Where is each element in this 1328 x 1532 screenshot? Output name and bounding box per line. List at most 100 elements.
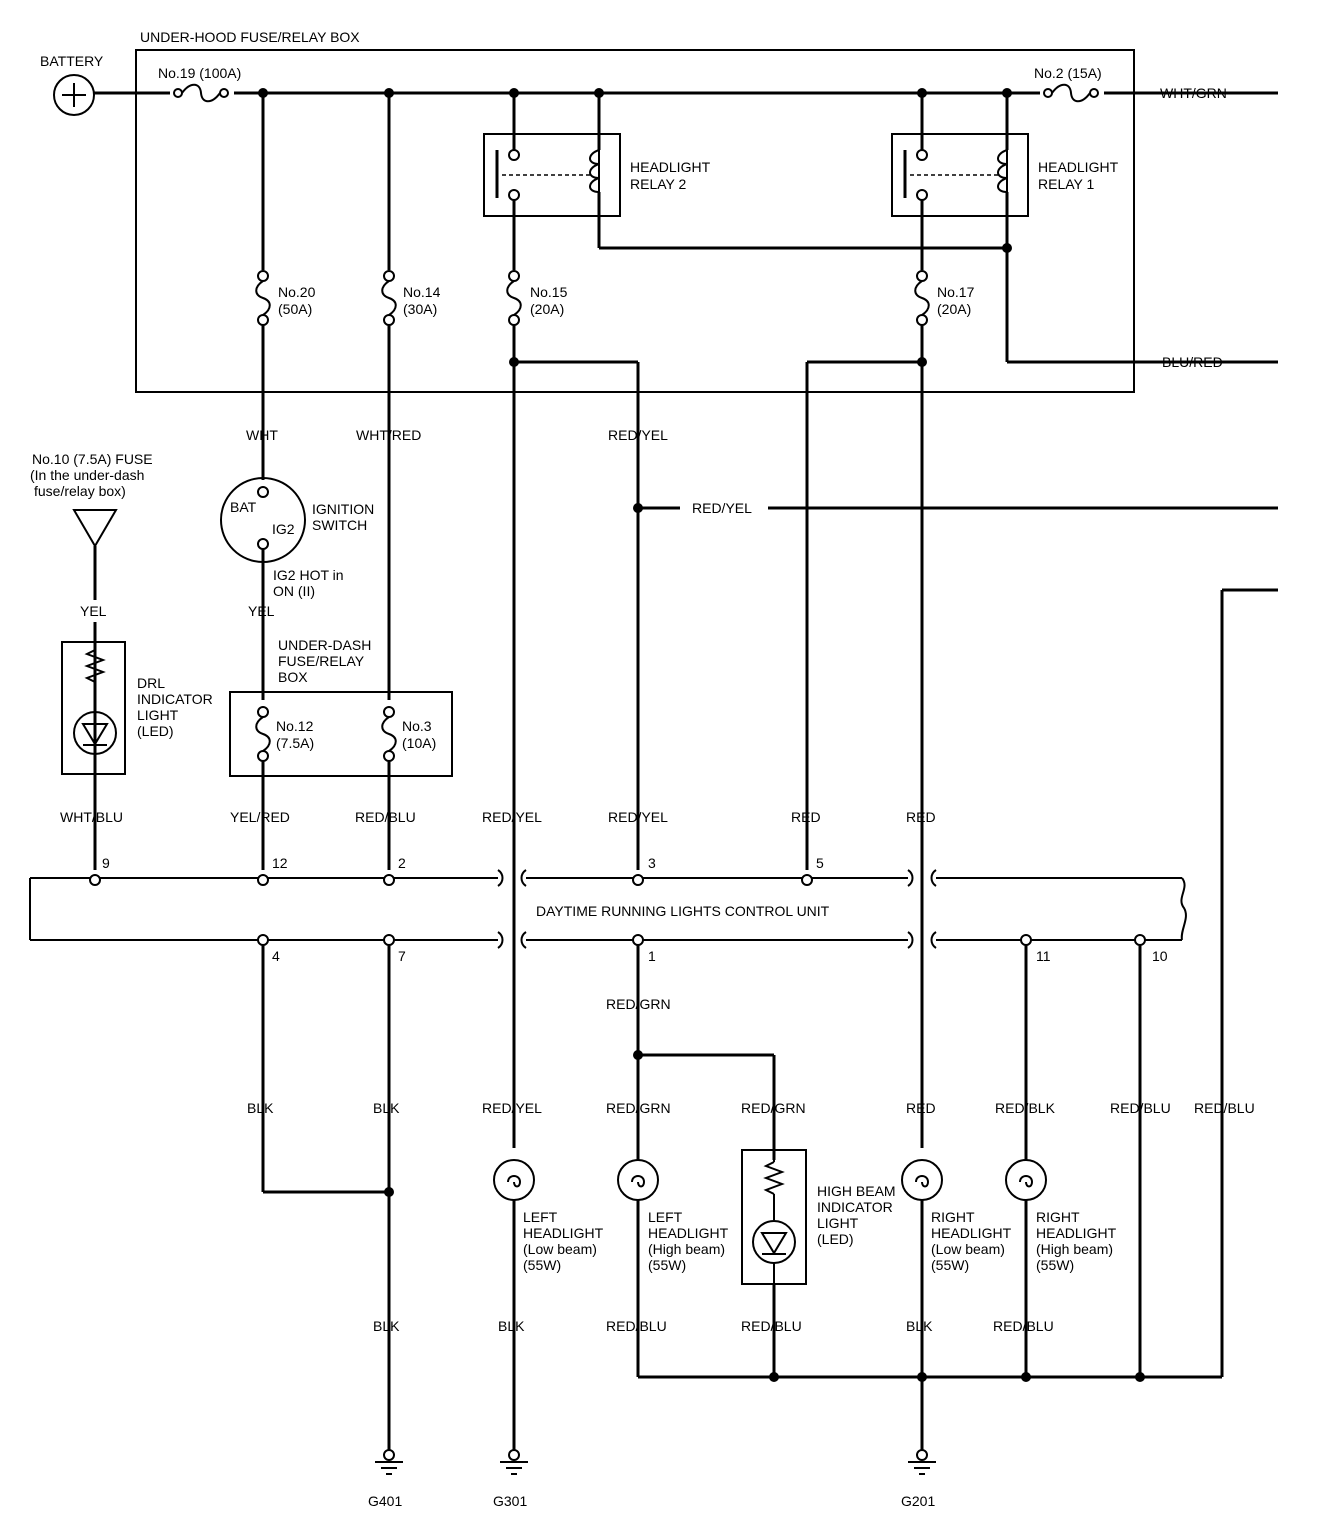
- underdash-box-label-3: BOX: [278, 669, 308, 685]
- pin-4: [257, 934, 269, 946]
- fuse-3-label-1: No.3: [402, 718, 432, 734]
- blured-label: BLU/RED: [1162, 354, 1223, 370]
- underhood-box-label: UNDER-HOOD FUSE/RELAY BOX: [140, 29, 360, 45]
- right-low-label-3: (Low beam): [931, 1241, 1005, 1257]
- left-low-label-3: (Low beam): [523, 1241, 597, 1257]
- right-low-label-4: (55W): [931, 1257, 969, 1273]
- wire-label-redblu-e: RED/BLU: [993, 1318, 1054, 1334]
- wire-label-blk-a: BLK: [247, 1100, 274, 1116]
- left-high-label-2: HEADLIGHT: [648, 1225, 729, 1241]
- high-beam-label-2: INDICATOR: [817, 1199, 893, 1215]
- headlight-relay-2: [483, 133, 621, 217]
- junction-dot: [384, 1187, 394, 1197]
- pin-2-label: 2: [398, 855, 406, 871]
- wire-label-yel-left: YEL: [80, 603, 107, 619]
- wire-label-whtred: WHT/RED: [356, 427, 421, 443]
- fuse-14-label-2: (30A): [403, 301, 437, 317]
- fuse-20-symbol: [255, 270, 271, 326]
- wire-label-wht: WHT: [246, 427, 278, 443]
- fuse-20-label-2: (50A): [278, 301, 312, 317]
- high-beam-label-4: (LED): [817, 1231, 854, 1247]
- fuse-19-label: No.19 (100A): [158, 65, 241, 81]
- ground-g301-symbol: [500, 1449, 528, 1475]
- ig2-hot-label-1: IG2 HOT in: [273, 567, 344, 583]
- pin-9: [89, 874, 101, 886]
- wire-label-redgrn-2: RED/GRN: [606, 1100, 671, 1116]
- relay-2-label-2: RELAY 2: [630, 176, 687, 192]
- pin-2: [383, 874, 395, 886]
- drl-indicator-light: [61, 641, 126, 775]
- fuse-14-label-1: No.14: [403, 284, 441, 300]
- fuse-17-label-2: (20A): [937, 301, 971, 317]
- left-low-label-4: (55W): [523, 1257, 561, 1273]
- wire-label-redyel-branch: RED/YEL: [692, 500, 752, 516]
- wire-label-redgrn-1: RED/GRN: [606, 996, 671, 1012]
- wire-label-redblk: RED/BLK: [995, 1100, 1056, 1116]
- right-high-beam-bulb: [1005, 1159, 1047, 1201]
- wire-label-redblu-c: RED/BLU: [606, 1318, 667, 1334]
- whtgrn-label: WHT/GRN: [1160, 85, 1227, 101]
- underdash-fuse-relay-box: [229, 691, 453, 777]
- right-low-label-2: HEADLIGHT: [931, 1225, 1012, 1241]
- pin-12: [257, 874, 269, 886]
- fuse-19-symbol: [170, 83, 234, 103]
- fuse-14-symbol: [381, 270, 397, 326]
- relay-2-label-1: HEADLIGHT: [630, 159, 711, 175]
- wire-label-redblu-a: RED/BLU: [1110, 1100, 1171, 1116]
- wire-label-redyel-c: RED/YEL: [482, 1100, 542, 1116]
- ground-g401-symbol: [375, 1449, 403, 1475]
- junction-dot: [1021, 1372, 1031, 1382]
- fuse-10-label-2: (In the under-dash: [30, 467, 144, 483]
- pin-9-label: 9: [102, 855, 110, 871]
- ignition-switch-label-1: IGNITION: [312, 501, 374, 517]
- wire-label-yelred: YEL/RED: [230, 809, 290, 825]
- wire-label-redblu-d: RED/BLU: [741, 1318, 802, 1334]
- wire-label-redyel-a: RED/YEL: [482, 809, 542, 825]
- wire-label-whtblu: WHT/BLU: [60, 809, 123, 825]
- fuse-12-label-1: No.12: [276, 718, 314, 734]
- pin-7-label: 7: [398, 948, 406, 964]
- fuse-17-symbol: [914, 270, 930, 326]
- ignition-switch-label-2: SWITCH: [312, 517, 367, 533]
- ground-g401-label: G401: [368, 1493, 402, 1509]
- headlight-relay-1: [891, 133, 1029, 217]
- pin-5-label: 5: [816, 855, 824, 871]
- bat-terminal-label: BAT: [230, 499, 257, 515]
- right-high-label-4: (55W): [1036, 1257, 1074, 1273]
- fuse-12-label-2: (7.5A): [276, 735, 314, 751]
- drl-label-3: LIGHT: [137, 707, 179, 723]
- fuse-15-label-2: (20A): [530, 301, 564, 317]
- pin-10: [1134, 934, 1146, 946]
- ground-g201-symbol: [908, 1449, 936, 1475]
- control-unit-label: DAYTIME RUNNING LIGHTS CONTROL UNIT: [536, 903, 830, 919]
- pin-4-label: 4: [272, 948, 280, 964]
- wire-label-redblu-top: RED/BLU: [355, 809, 416, 825]
- ig2-terminal-label: IG2: [272, 521, 295, 537]
- fuse-20-label-1: No.20: [278, 284, 316, 300]
- right-high-label-2: HEADLIGHT: [1036, 1225, 1117, 1241]
- junction-dot: [1002, 243, 1012, 253]
- pin-1: [632, 934, 644, 946]
- fuse-10-label-1: No.10 (7.5A) FUSE: [32, 451, 153, 467]
- pin-12-label: 12: [272, 855, 288, 871]
- wire-label-blk-d: BLK: [498, 1318, 525, 1334]
- fuse-17-label-1: No.17: [937, 284, 975, 300]
- pin-3-label: 3: [648, 855, 656, 871]
- wire-label-red-a: RED: [791, 809, 821, 825]
- battery-symbol: [53, 74, 95, 116]
- junction-dot: [769, 1372, 779, 1382]
- right-low-beam-bulb: [901, 1159, 943, 1201]
- fuse-10-label-3: fuse/relay box): [34, 483, 126, 499]
- junction-dot: [917, 1372, 927, 1382]
- wire-label-yel-ig: YEL: [248, 603, 275, 619]
- high-beam-label-3: LIGHT: [817, 1215, 859, 1231]
- fuse-3-symbol: [381, 706, 397, 762]
- ground-g301-label: G301: [493, 1493, 527, 1509]
- pin-11-label: 11: [1036, 948, 1051, 964]
- left-high-label-3: (High beam): [648, 1241, 725, 1257]
- left-high-label-4: (55W): [648, 1257, 686, 1273]
- underdash-box-label-1: UNDER-DASH: [278, 637, 371, 653]
- wire-label-red-c: RED: [906, 1100, 936, 1116]
- drl-label-2: INDICATOR: [137, 691, 213, 707]
